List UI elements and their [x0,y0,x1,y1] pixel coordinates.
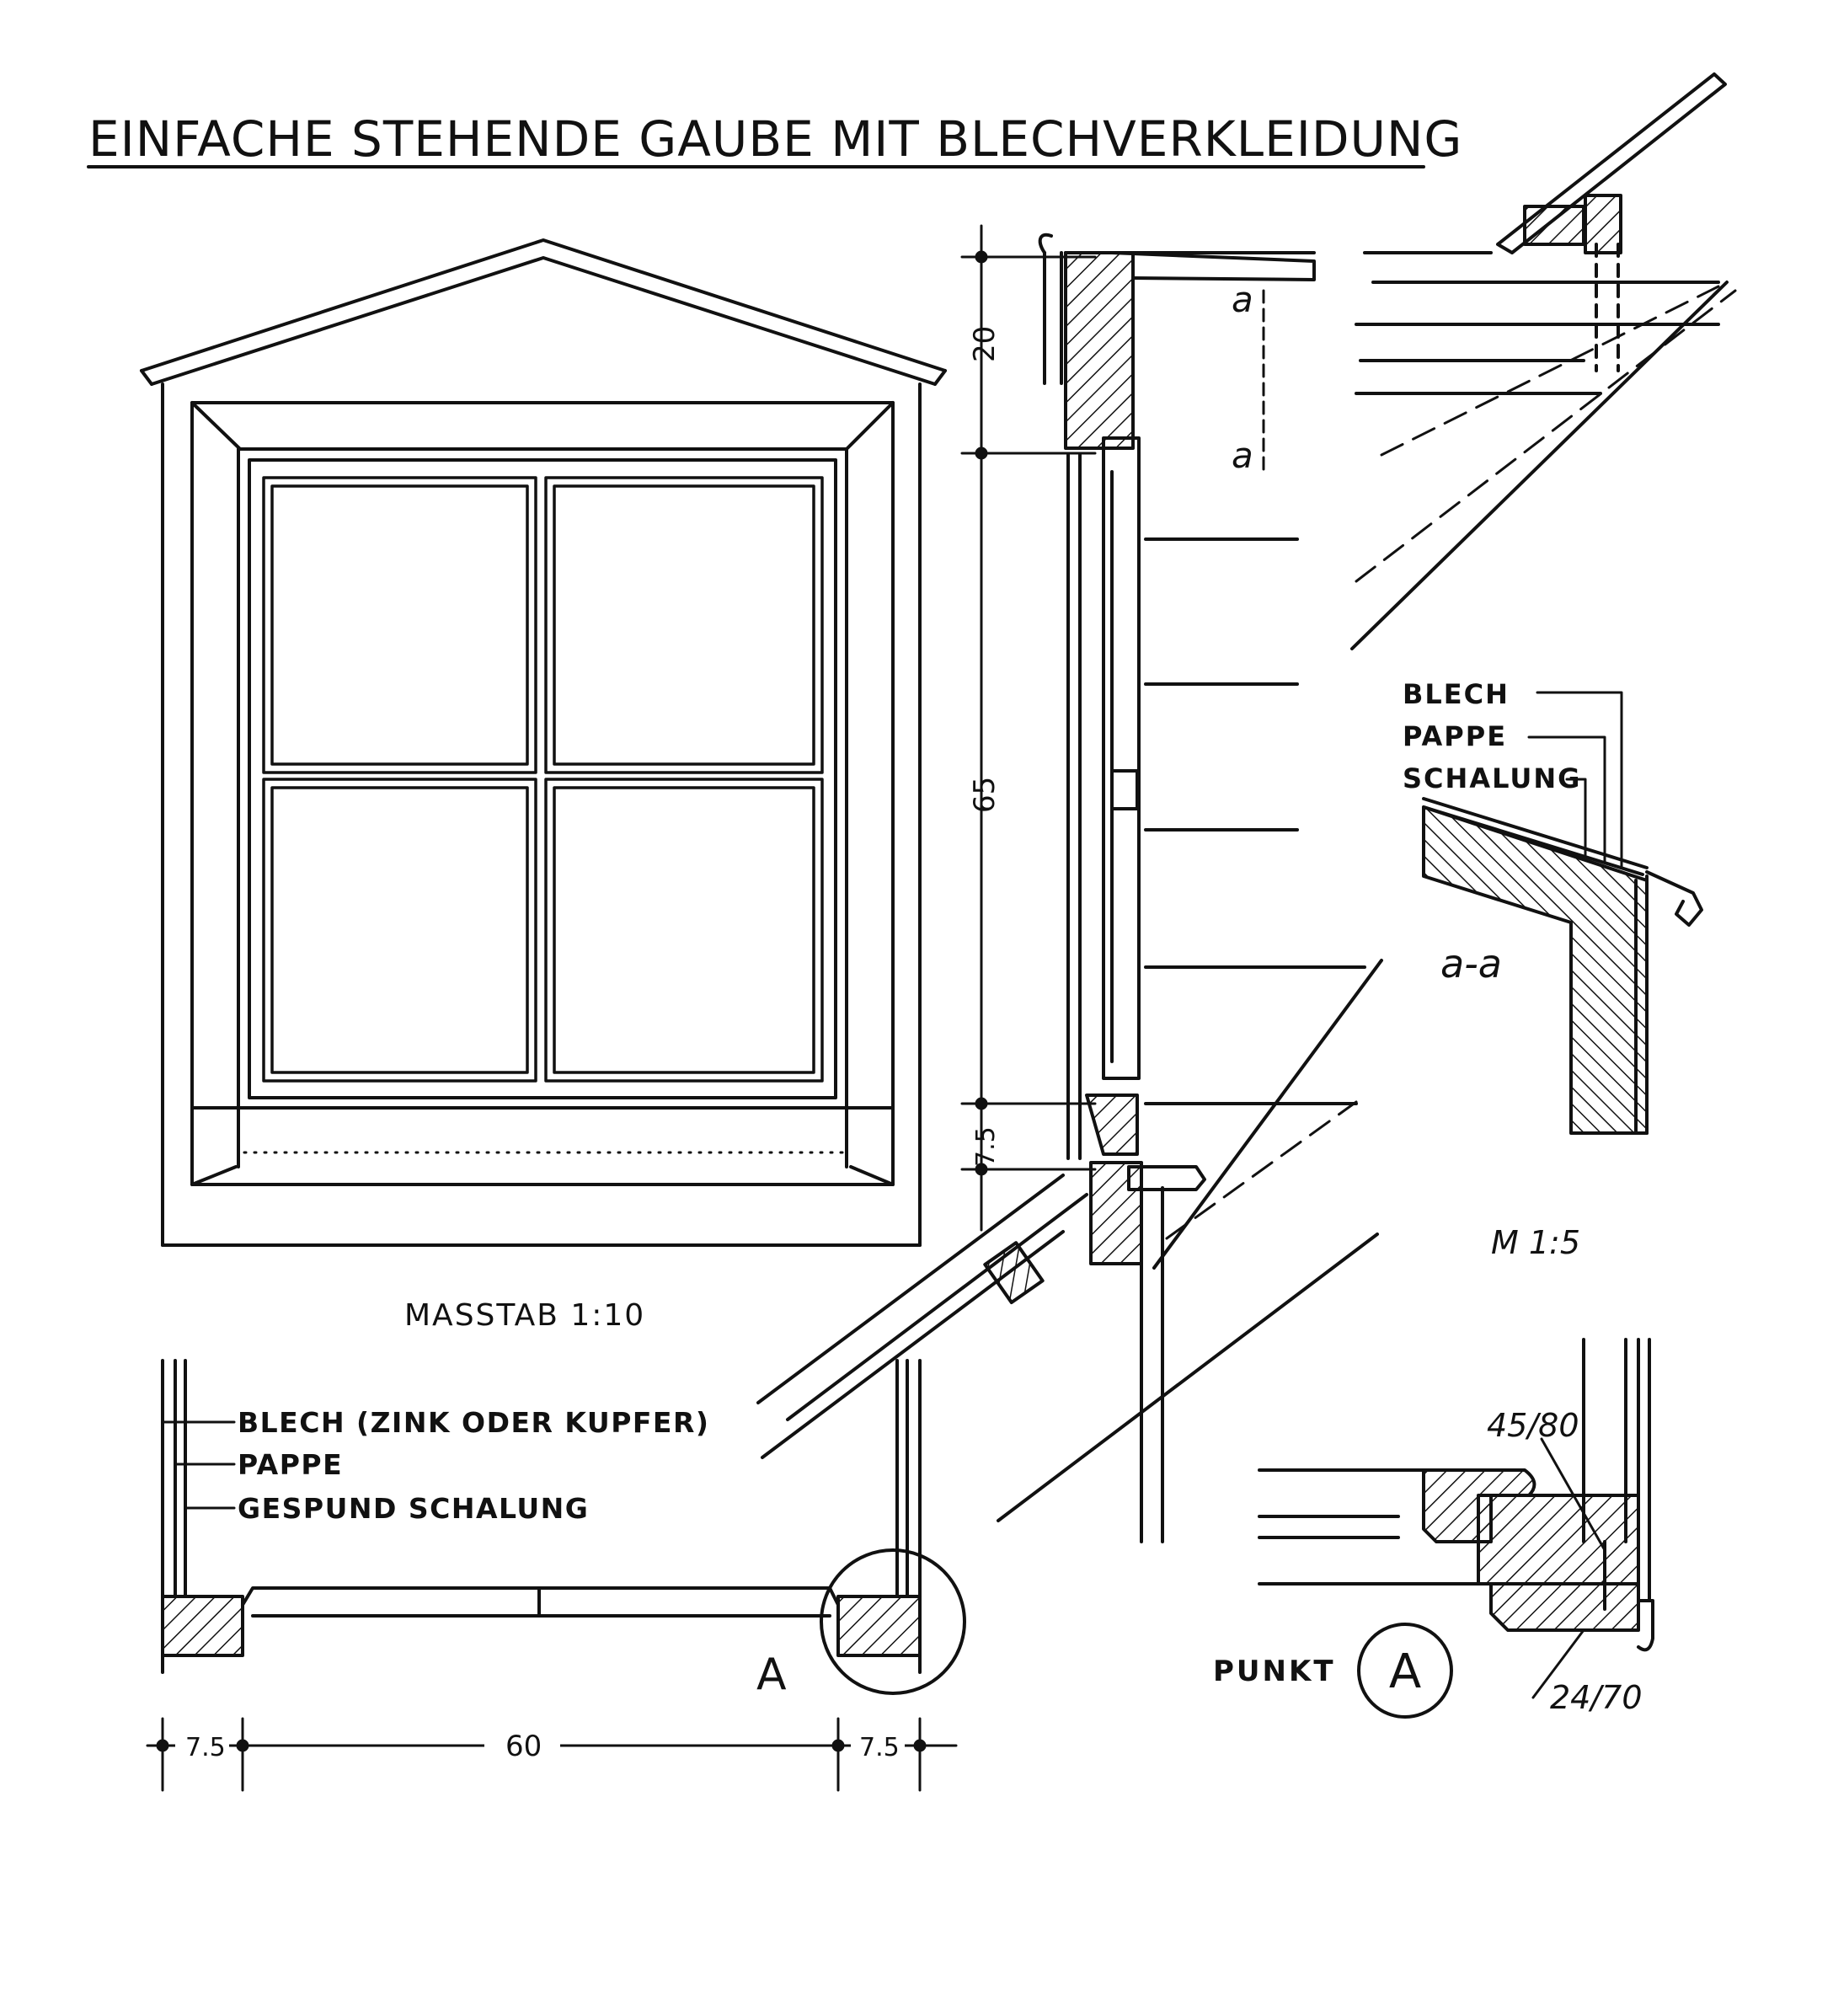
plan-label-3: GESPUND SCHALUNG [238,1492,589,1525]
section-wall [756,233,1383,1543]
detail-A-marker-circle [1357,1623,1453,1719]
cut-markers: a a [1232,279,1265,478]
dormer-elevation [140,238,947,1247]
detail-A-drawing [1258,1338,1654,1652]
pane-bottom-right [544,778,824,1083]
plan-dim-center: 60 [505,1730,542,1763]
pane-bottom-left [262,778,537,1083]
plan-leaders [161,1420,236,1510]
plan-label-2: PAPPE [238,1448,343,1481]
elevation-scale-label: MASSTAB 1:10 [404,1298,645,1333]
drawing-title: EINFACHE STEHENDE GAUBE MIT BLECHVERKLEI… [88,110,1462,168]
detail-aa-scale-label: M 1:5 [1491,1224,1580,1261]
detail-A-dim-bottom: 24/70 [1550,1679,1643,1716]
pane-top-right [544,476,824,774]
detail-aa-label-3: SCHALUNG [1403,762,1581,794]
detail-aa-drawing [1422,797,1703,1135]
window-panes [262,476,824,1083]
plan-dim-right: 7.5 [859,1733,900,1762]
plan-label-1: BLECH (ZINK ODER KUPFER) [238,1406,709,1439]
detail-A-leaders [1531,1437,1606,1699]
cut-marker-bottom: a [1232,435,1253,476]
plan-detail-marker: A [756,1650,787,1700]
plan-section [161,1359,966,1695]
dim-sill: 7.5 [971,1126,1001,1167]
eaves-detail [1350,72,1729,650]
detail-aa-leaders [1527,691,1623,869]
detail-A-dim-top: 45/80 [1487,1407,1579,1444]
detail-aa-label-2: PAPPE [1403,720,1507,752]
detail-A-label-prefix: PUNKT [1213,1655,1336,1688]
dim-upper: 20 [968,326,1002,362]
cut-marker-top: a [1232,279,1253,320]
section-dashed-lines [1165,285,1737,1240]
plan-dim-left: 7.5 [185,1733,226,1762]
pane-top-left [262,476,537,774]
detail-A-marker: A [1389,1644,1421,1699]
dim-window: 65 [968,777,1002,813]
detail-aa-label-1: BLECH [1403,678,1510,710]
detail-aa-section-name: a-a [1440,941,1502,987]
